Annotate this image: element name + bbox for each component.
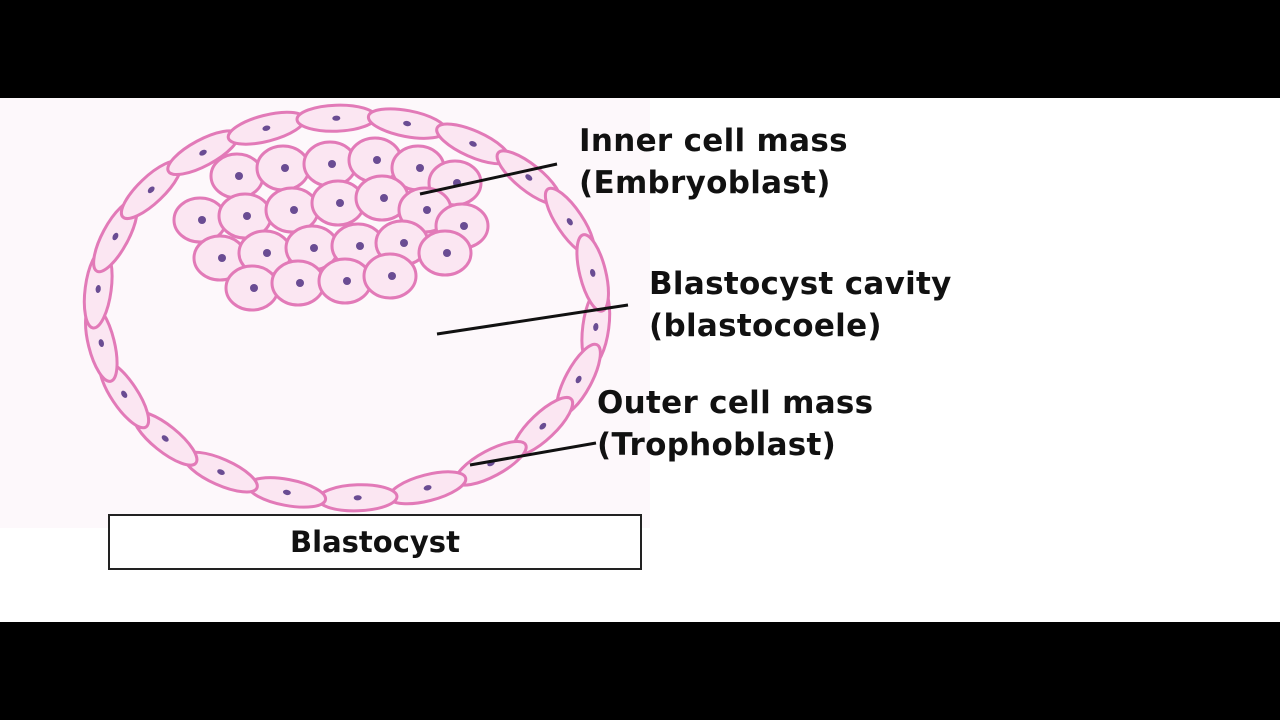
slide: Inner cell mass (Embryoblast) Blastocyst… — [0, 98, 1280, 622]
nucleus — [539, 422, 547, 430]
nucleus — [98, 339, 105, 348]
label-outer-cell-mass-line2: (Trophoblast) — [597, 427, 837, 463]
label-inner-cell-mass: Inner cell mass (Embryoblast) — [579, 120, 848, 204]
nucleus — [262, 125, 271, 131]
nucleus — [525, 174, 533, 181]
nucleus — [400, 239, 408, 247]
label-cavity-line1: Blastocyst cavity — [649, 266, 952, 302]
nucleus — [250, 284, 258, 292]
nucleus — [121, 390, 128, 398]
blastocyst-diagram — [0, 98, 650, 528]
nucleus — [198, 216, 206, 224]
nucleus — [593, 323, 599, 331]
nucleus — [310, 244, 318, 252]
nucleus — [460, 222, 468, 230]
nucleus — [217, 469, 225, 475]
nucleus — [373, 156, 381, 164]
nucleus — [469, 141, 477, 147]
inner-cell — [417, 229, 473, 277]
nucleus — [388, 272, 396, 280]
trophoblast-cell — [575, 233, 610, 313]
nucleus — [566, 218, 573, 226]
caption-text: Blastocyst — [290, 525, 460, 559]
nucleus — [403, 120, 412, 127]
nucleus — [328, 160, 336, 168]
inner-cell — [362, 252, 418, 300]
nucleus — [218, 254, 226, 262]
inner-cell — [209, 152, 265, 200]
nucleus — [112, 232, 119, 241]
pointer-lines — [419, 162, 629, 467]
nucleus — [353, 495, 362, 501]
inner-cell-mass-cluster — [172, 136, 490, 312]
label-inner-cell-mass-line2: (Embryoblast) — [579, 165, 831, 201]
pointer-inner-cell-mass — [419, 162, 558, 196]
inner-cell — [224, 264, 280, 312]
nucleus — [589, 268, 596, 277]
nucleus — [296, 279, 304, 287]
nucleus — [380, 194, 388, 202]
pointer-cavity — [436, 303, 629, 336]
nucleus — [235, 172, 243, 180]
label-outer-cell-mass-line1: Outer cell mass — [597, 385, 874, 421]
nucleus — [161, 435, 169, 442]
nucleus — [332, 115, 341, 121]
nucleus — [423, 206, 431, 214]
nucleus — [443, 249, 451, 257]
nucleus — [343, 277, 351, 285]
nucleus — [199, 149, 207, 156]
nucleus — [147, 186, 155, 194]
pointer-outer-cell-mass — [469, 441, 597, 467]
nucleus — [416, 164, 424, 172]
nucleus — [423, 485, 432, 491]
nucleus — [336, 199, 344, 207]
inner-cell — [255, 144, 311, 192]
caption-box: Blastocyst — [108, 514, 642, 570]
label-inner-cell-mass-line1: Inner cell mass — [579, 123, 848, 159]
nucleus — [281, 164, 289, 172]
nucleus — [95, 285, 101, 293]
nucleus — [282, 489, 291, 496]
nucleus — [575, 375, 582, 384]
label-cavity-line2: (blastocoele) — [649, 308, 882, 344]
trophoblast-layer — [82, 103, 612, 513]
nucleus — [290, 206, 298, 214]
label-blastocyst-cavity: Blastocyst cavity (blastocoele) — [649, 263, 952, 347]
nucleus — [263, 249, 271, 257]
label-outer-cell-mass: Outer cell mass (Trophoblast) — [597, 382, 873, 466]
nucleus — [356, 242, 364, 250]
nucleus — [243, 212, 251, 220]
inner-cell — [270, 259, 326, 307]
inner-cell — [192, 234, 248, 282]
